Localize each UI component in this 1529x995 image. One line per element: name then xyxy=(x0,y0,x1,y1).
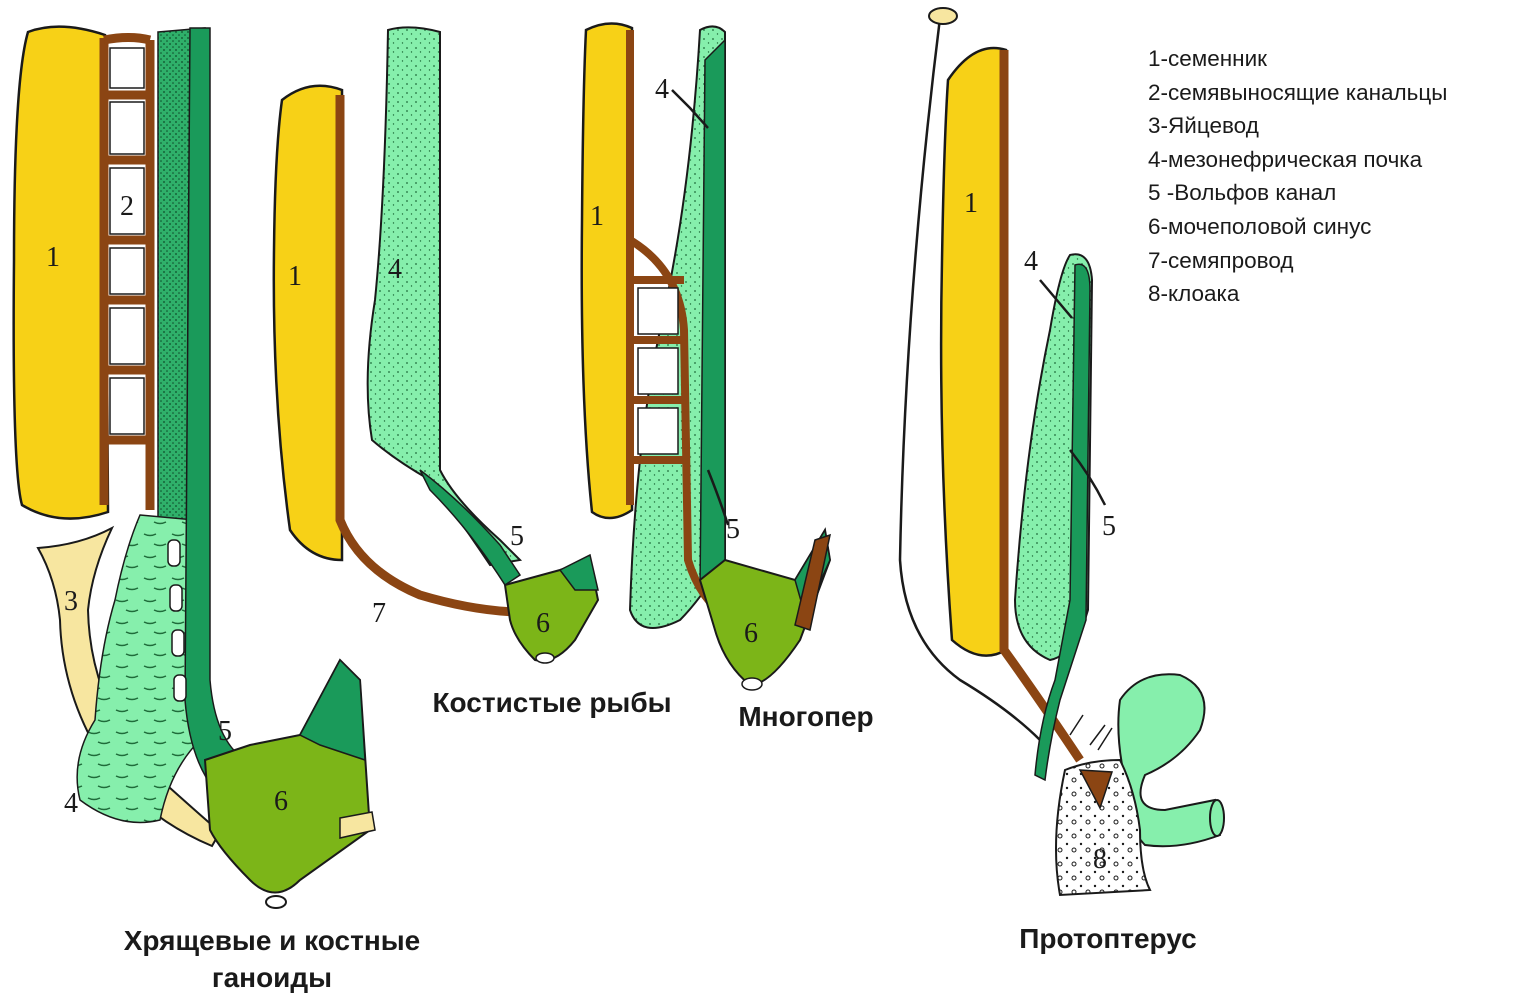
legend-item-8: 8-клоака xyxy=(1148,277,1447,311)
label-5-teleosts: 5 xyxy=(510,521,524,552)
teleosts-figure xyxy=(274,27,598,663)
label-8-protopterus: 8 xyxy=(1093,844,1107,875)
label-4-ganoids: 4 xyxy=(64,788,78,819)
label-1-protopterus: 1 xyxy=(964,188,978,219)
legend-item-3: 3-Яйцевод xyxy=(1148,109,1447,143)
kidney-shape xyxy=(368,27,520,565)
legend-item-7: 7-семяпровод xyxy=(1148,244,1447,278)
label-4-protopterus: 4 xyxy=(1024,246,1038,277)
caption-ganoids-line2: ганоиды xyxy=(212,962,332,993)
testis-shape xyxy=(274,86,342,560)
testis-shape xyxy=(14,27,108,519)
legend-item-1: 1-семенник xyxy=(1148,42,1447,76)
legend: 1-семенник 2-семявыносящие канальцы 3-Яй… xyxy=(1148,42,1447,311)
legend-item-5: 5 -Вольфов канал xyxy=(1148,176,1447,210)
label-6-teleosts: 6 xyxy=(536,608,550,639)
label-7-teleosts: 7 xyxy=(372,598,386,629)
legend-item-2: 2-семявыносящие канальцы xyxy=(1148,76,1447,110)
testis-shape xyxy=(941,48,1006,656)
label-6-polypterus: 6 xyxy=(744,618,758,649)
legend-item-4: 4-мезонефрическая почка xyxy=(1148,143,1447,177)
wolffian-canal xyxy=(185,28,245,790)
caption-protopterus: Протоптерус xyxy=(1019,923,1196,954)
caption-ganoids-line1: Хрящевые и костные xyxy=(124,925,420,956)
caption-teleosts: Костистые рыбы xyxy=(432,687,671,718)
polypterus-figure xyxy=(582,23,830,690)
label-3-ganoids: 3 xyxy=(64,586,78,617)
legend-item-6: 6-мочеполовой синус xyxy=(1148,210,1447,244)
label-4-teleosts: 4 xyxy=(388,254,402,285)
label-4-polypterus: 4 xyxy=(655,74,669,105)
label-1-ganoids: 1 xyxy=(46,242,60,273)
label-5-ganoids: 5 xyxy=(218,716,232,747)
label-6-ganoids: 6 xyxy=(274,786,288,817)
caption-polypterus: Многопер xyxy=(738,701,873,732)
label-2-ganoids: 2 xyxy=(120,191,134,222)
label-1-polypterus: 1 xyxy=(590,201,604,232)
label-5-protopterus: 5 xyxy=(1102,511,1116,542)
label-1-teleosts: 1 xyxy=(288,261,302,292)
label-5-polypterus: 5 xyxy=(726,514,740,545)
testis-shape xyxy=(582,23,632,518)
